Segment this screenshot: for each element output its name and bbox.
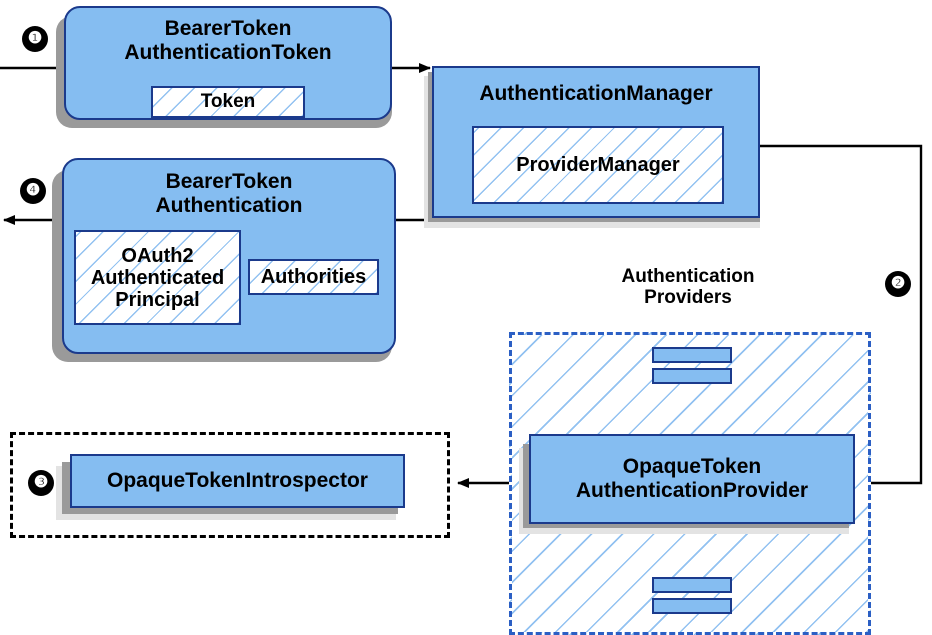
provider-stack-bar-top-2 <box>652 368 732 384</box>
opaque-token-introspector-card[interactable]: OpaqueTokenIntrospector <box>70 454 405 508</box>
oauth2-authenticated-principal-inner-box: OAuth2 Authenticated Principal <box>74 230 241 325</box>
opaque-token-authentication-provider-title: OpaqueToken AuthenticationProvider <box>575 455 809 502</box>
provider-stack-bar-bottom-1 <box>652 577 732 593</box>
authentication-providers-label: Authentication Providers <box>621 266 755 309</box>
bearer-token-authentication-title: BearerToken Authentication <box>155 170 303 217</box>
bearer-token-authentication-card[interactable]: BearerToken Authentication OAuth2 Authen… <box>62 158 396 354</box>
authorities-inner-box: Authorities <box>248 259 379 295</box>
step-marker-2: ❷ <box>885 271 911 297</box>
provider-manager-inner-box: ProviderManager <box>472 126 724 204</box>
provider-stack-bar-bottom-2 <box>652 598 732 614</box>
bearer-token-authentication-token-title: BearerToken AuthenticationToken <box>124 17 332 64</box>
opaque-token-introspector-title: OpaqueTokenIntrospector <box>107 469 368 493</box>
step-marker-1: ❶ <box>22 26 48 52</box>
step-marker-3: ❸ <box>28 470 54 496</box>
provider-stack-bar-top-1 <box>652 347 732 363</box>
opaque-token-introspector-container <box>10 432 450 538</box>
authentication-manager-title: AuthenticationManager <box>479 82 713 105</box>
authentication-manager-card[interactable]: AuthenticationManager ProviderManager <box>432 66 760 218</box>
bearer-token-authentication-token-card[interactable]: BearerToken AuthenticationToken Token <box>64 6 392 120</box>
step-marker-4: ❹ <box>20 178 46 204</box>
token-inner-box: Token <box>151 86 305 118</box>
opaque-token-authentication-provider-card[interactable]: OpaqueToken AuthenticationProvider <box>529 434 855 524</box>
